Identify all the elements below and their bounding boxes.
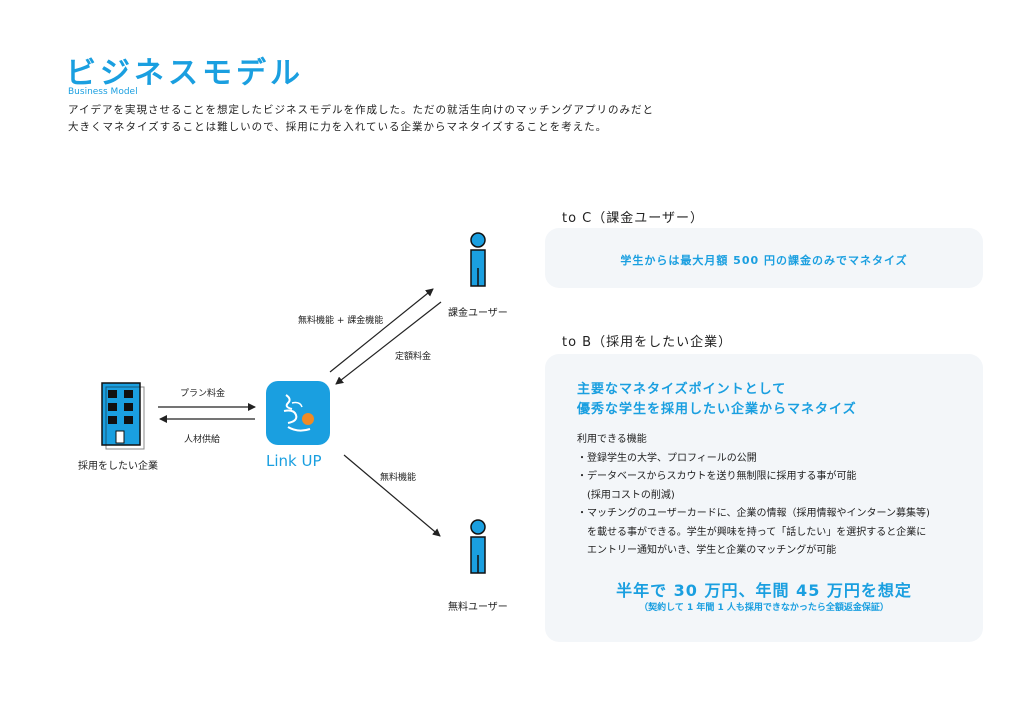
app-name: Link UP bbox=[266, 452, 322, 470]
paid-user-icon bbox=[470, 232, 486, 287]
list-item: ・データベースからスカウトを送り無制限に採用する事が可能 bbox=[577, 471, 857, 482]
to-c-text: 学生からは最大月額 500 円の課金のみでマネタイズ bbox=[620, 254, 908, 267]
building-icon bbox=[101, 382, 145, 450]
company-label: 採用をしたい企業 bbox=[78, 461, 158, 472]
to-free-user-arrow bbox=[343, 454, 441, 537]
list-item: ・登録学生の大学、プロフィールの公開 bbox=[577, 452, 757, 464]
free-feature-label: 無料機能 bbox=[380, 473, 417, 483]
to-b-label: to B（採用をしたい企業） bbox=[562, 335, 733, 350]
link-up-app-icon bbox=[266, 381, 330, 445]
to-paid-user-arrow bbox=[329, 288, 434, 373]
page-title: ビジネスモデル bbox=[66, 56, 304, 91]
to-b-headline: 主要なマネタイズポイントとして 優秀な学生を採用したい企業からマネタイズ bbox=[577, 380, 857, 420]
plan-fee-label: プラン料金 bbox=[180, 389, 226, 399]
revenue-goal: 半年で 30 万円、年間 45 万円を想定 bbox=[616, 581, 912, 600]
intro-line: 大きくマネタイズすることは難しいので、採用に力を入れている企業からマネタイズする… bbox=[68, 121, 608, 133]
to-c-label: to C（課金ユーザー） bbox=[562, 211, 705, 226]
refund-guarantee: （契約して 1 年間 1 人も採用できなかったら全額返金保証） bbox=[639, 603, 889, 613]
list-item: エントリー通知がいき、学生と企業のマッチングが可能 bbox=[577, 545, 837, 556]
page-subtitle: Business Model bbox=[68, 87, 138, 97]
features-title: 利用できる機能 bbox=[577, 434, 647, 445]
feature-list: 利用できる機能 ・登録学生の大学、プロフィールの公開 ・データベースからスカウト… bbox=[577, 431, 977, 561]
headline-line: 主要なマネタイズポイントとして bbox=[577, 382, 787, 397]
to-b-panel: 主要なマネタイズポイントとして 優秀な学生を採用したい企業からマネタイズ 利用で… bbox=[545, 354, 983, 642]
fixed-fee-arrow bbox=[335, 301, 442, 385]
list-item: を載せる事ができる。学生が興味を持って「話したい」を選択すると企業に bbox=[577, 526, 927, 538]
list-item: (採用コストの削減) bbox=[577, 489, 675, 501]
intro-line: アイデアを実現させることを想定したビジネスモデルを作成した。ただの就活生向けのマ… bbox=[68, 104, 654, 116]
to-c-panel: 学生からは最大月額 500 円の課金のみでマネタイズ bbox=[545, 228, 983, 288]
fixed-fee-label: 定額料金 bbox=[395, 352, 432, 362]
free-user-label: 無料ユーザー bbox=[448, 602, 508, 613]
intro-text: アイデアを実現させることを想定したビジネスモデルを作成した。ただの就活生向けのマ… bbox=[68, 102, 668, 136]
paid-user-label: 課金ユーザー bbox=[448, 308, 508, 319]
free-user-icon bbox=[470, 519, 486, 574]
talent-label: 人材供給 bbox=[184, 435, 221, 445]
list-item: ・マッチングのユーザーカードに、企業の情報（採用情報やインターン募集等) bbox=[577, 508, 930, 519]
headline-line: 優秀な学生を採用したい企業からマネタイズ bbox=[577, 402, 857, 417]
free-plus-paid-label: 無料機能 + 課金機能 bbox=[298, 316, 384, 326]
